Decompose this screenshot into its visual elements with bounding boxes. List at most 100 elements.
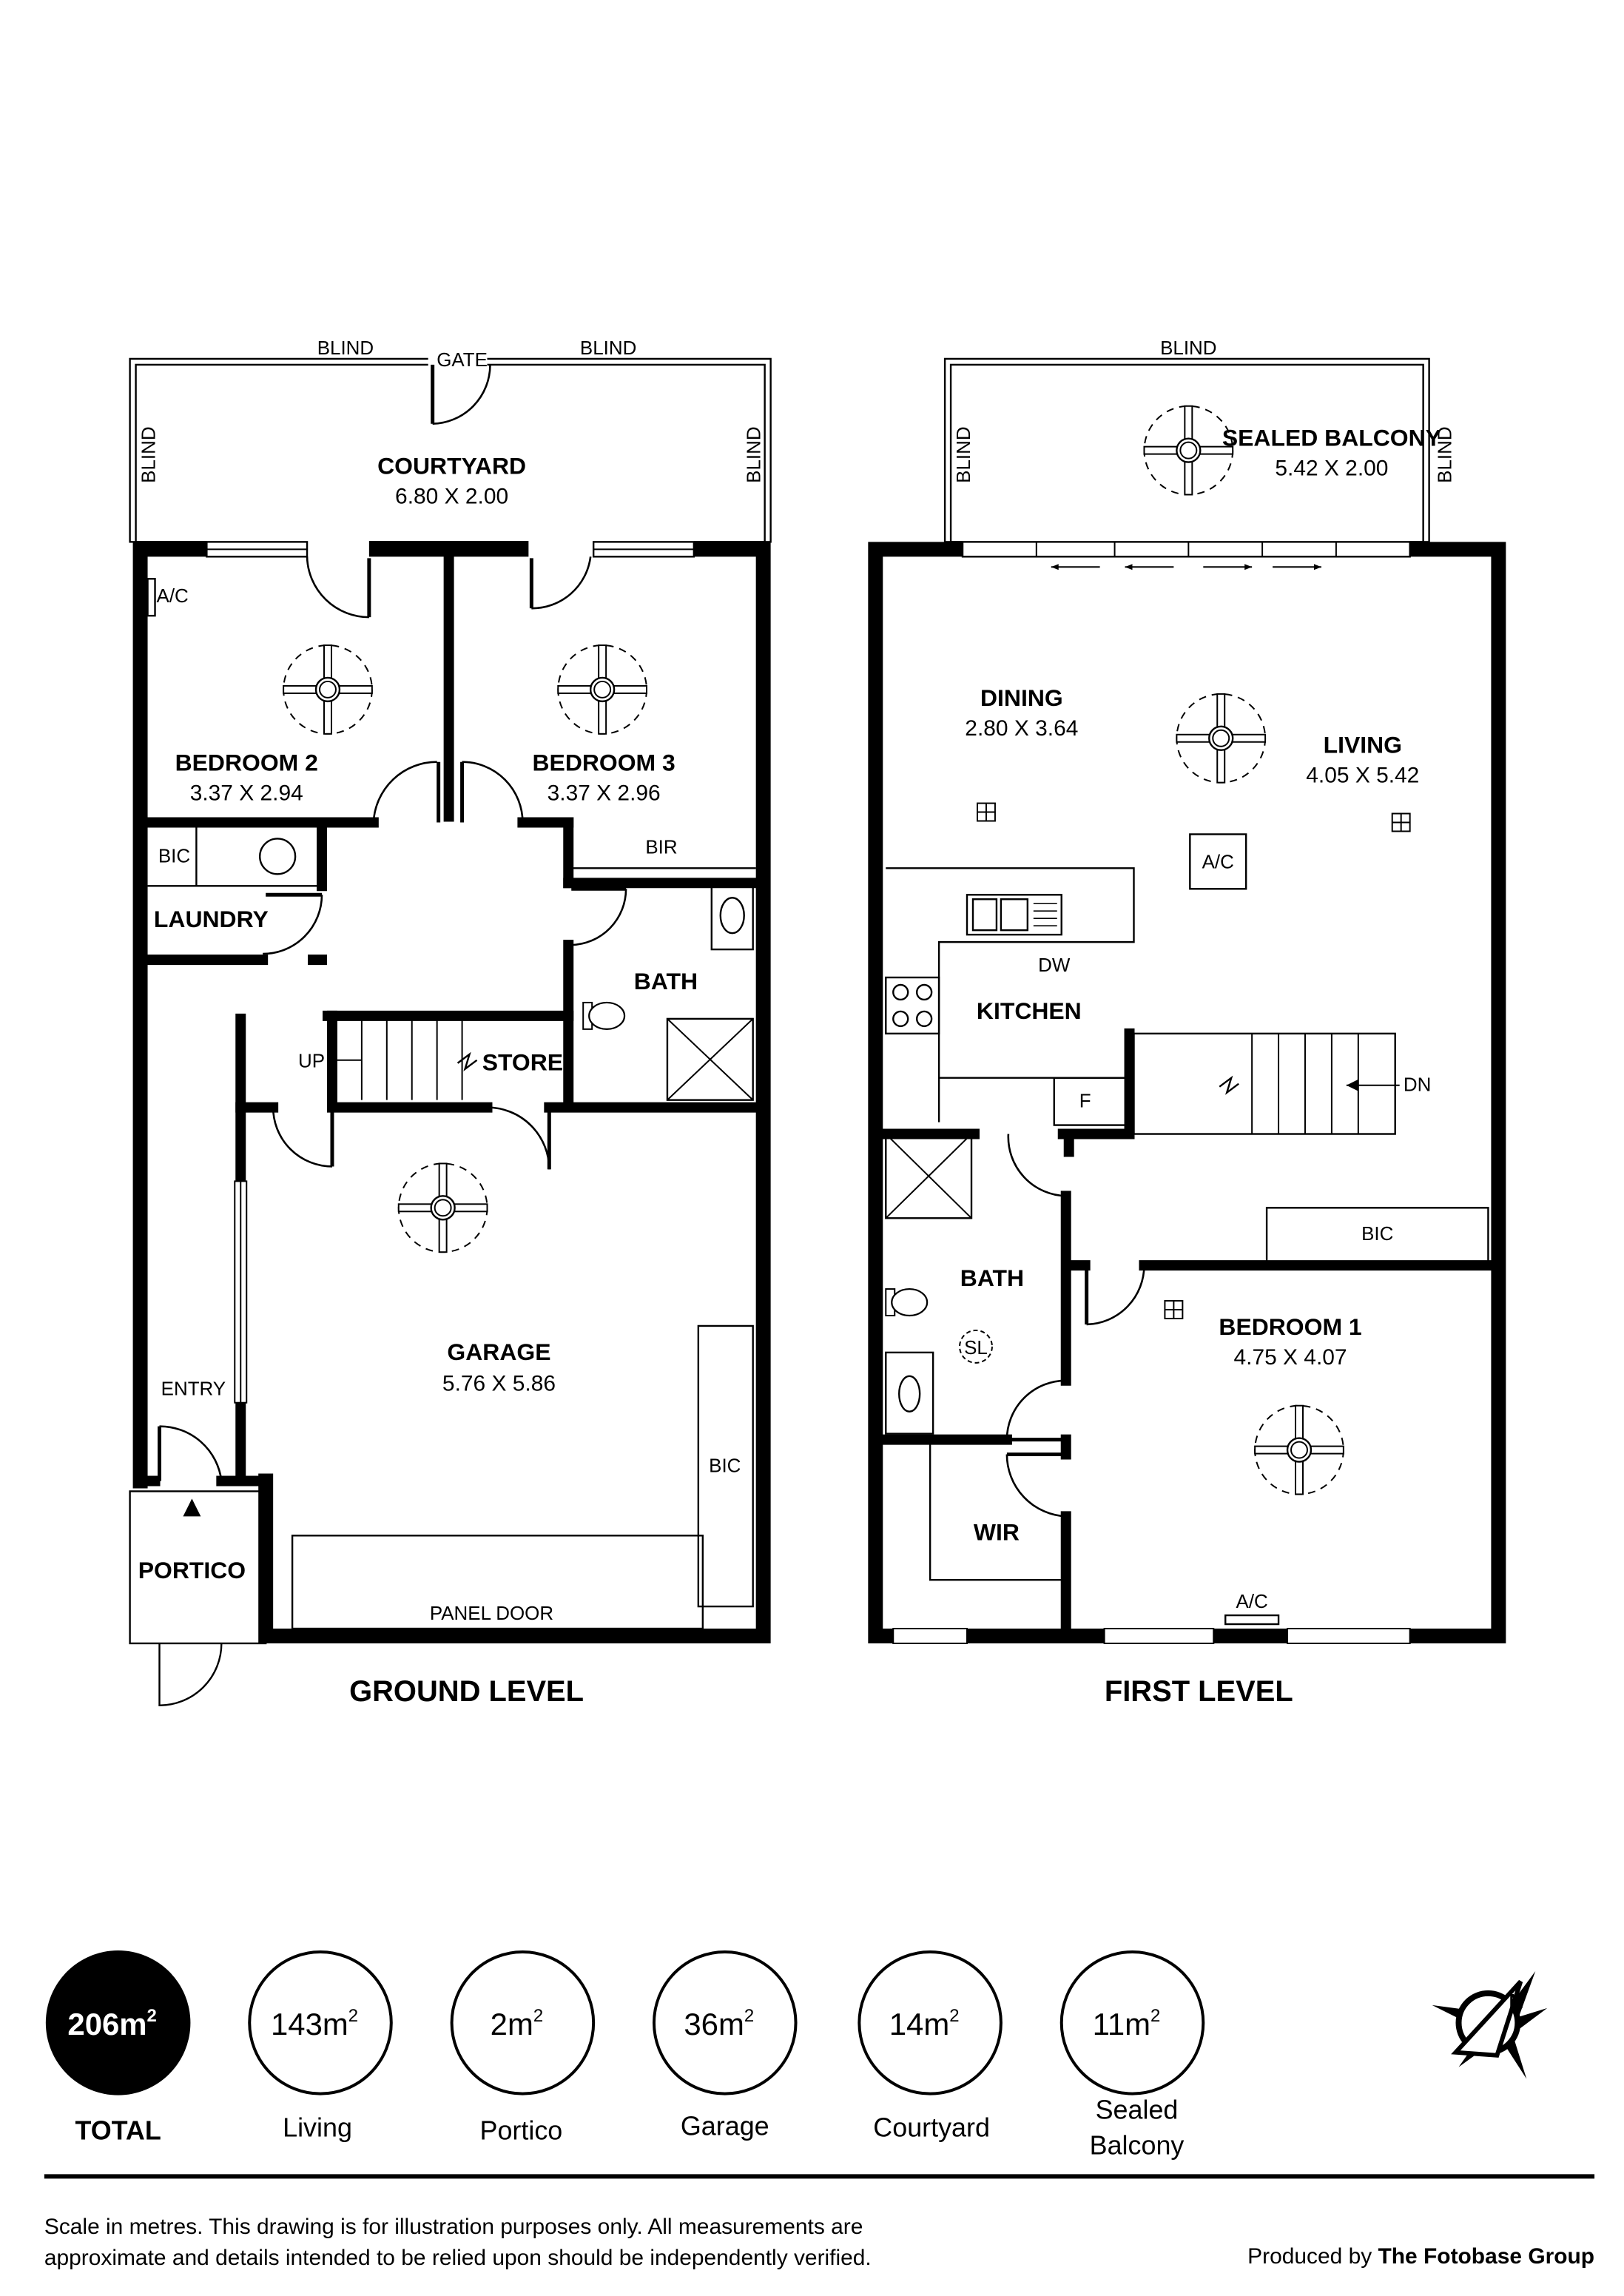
bic-label: BIC <box>709 1456 741 1477</box>
fridge-label: F <box>1079 1091 1091 1112</box>
area-badge-sealed-balcony: 11m2 Sealed Balcony <box>1059 1950 1205 2160</box>
blind-label: BLIND <box>139 426 160 482</box>
room-name-sealed-balcony: SEALED BALCONY <box>1222 425 1441 451</box>
svg-text:2m2: 2m2 <box>491 2006 544 2041</box>
blind-label: BLIND <box>1160 338 1216 359</box>
blind-label: BLIND <box>744 426 765 482</box>
svg-text:143m2: 143m2 <box>271 2006 358 2041</box>
room-name-wir: WIR <box>974 1518 1020 1545</box>
first-level-title: FIRST LEVEL <box>1105 1675 1293 1708</box>
area-unit-sup: 2 <box>348 2006 358 2026</box>
entry-arrow-icon <box>183 1498 201 1517</box>
disclaimer-line1: Scale in metres. This drawing is for ill… <box>44 2215 863 2239</box>
area-badge-total: 206m2 TOTAL <box>45 1950 191 2145</box>
produced-by-text: Produced by <box>1247 2244 1378 2269</box>
area-badge-portico: 2m2 Portico <box>450 1950 596 2145</box>
area-unit-sup: 2 <box>147 2006 157 2026</box>
area-unit-sup: 2 <box>949 2006 959 2026</box>
room-dims-bedroom1: 4.75 X 4.07 <box>1233 1345 1347 1370</box>
disclaimer-line2: approximate and details intended to be r… <box>44 2246 872 2270</box>
downlight-icon <box>976 802 996 822</box>
gate-label: GATE <box>437 350 488 371</box>
area-value: 14m <box>889 2007 950 2041</box>
area-badge-living: 143m2 Living <box>248 1950 393 2142</box>
downlight-icon <box>1164 1300 1184 1319</box>
toilet-icon <box>582 1001 626 1030</box>
room-name-bath-first: BATH <box>960 1265 1024 1291</box>
area-label: Garage <box>681 2110 769 2141</box>
room-name-living: LIVING <box>1324 732 1402 758</box>
room-name-garage: GARAGE <box>447 1339 550 1365</box>
ceiling-fan-icon <box>1143 405 1234 496</box>
room-dims-living: 4.05 X 5.42 <box>1306 764 1419 788</box>
cooktop-icon <box>885 976 940 1035</box>
ac-label: A/C <box>1236 1592 1268 1612</box>
bir-label: BIR <box>645 837 677 858</box>
toilet-icon <box>885 1287 929 1317</box>
blind-label: BLIND <box>580 338 636 359</box>
area-unit-sup: 2 <box>1150 2006 1160 2026</box>
blind-label: BLIND <box>317 338 374 359</box>
room-name-laundry: LAUNDRY <box>154 906 269 932</box>
panel-door-label: PANEL DOOR <box>430 1603 553 1624</box>
area-value: 206m <box>67 2007 146 2041</box>
ceiling-fan-icon <box>397 1162 488 1253</box>
ground-level-title: GROUND LEVEL <box>349 1675 584 1708</box>
ceiling-fan-icon <box>282 644 374 735</box>
svg-text:36m2: 36m2 <box>684 2006 754 2041</box>
producer-credit: Produced by The Fotobase Group <box>1247 2244 1594 2269</box>
room-dims-courtyard: 6.80 X 2.00 <box>395 484 508 508</box>
area-value: 143m <box>271 2007 348 2041</box>
room-dims-sealed-balcony: 5.42 X 2.00 <box>1275 457 1388 481</box>
area-label: Courtyard <box>873 2112 990 2142</box>
blind-label: BLIND <box>1435 426 1456 482</box>
ceiling-fan-icon <box>1253 1404 1345 1495</box>
area-value: 36m <box>684 2007 744 2041</box>
room-name-bedroom2: BEDROOM 2 <box>175 750 318 776</box>
svg-text:206m2: 206m2 <box>67 2006 156 2041</box>
up-label: UP <box>298 1051 325 1072</box>
room-name-kitchen: KITCHEN <box>977 997 1082 1024</box>
room-name-bedroom3: BEDROOM 3 <box>533 750 675 776</box>
downlight-icon <box>1391 812 1411 832</box>
room-dims-garage: 5.76 X 5.86 <box>442 1372 556 1396</box>
room-dims-bedroom3: 3.37 X 2.96 <box>547 781 661 806</box>
room-name-dining: DINING <box>980 684 1063 711</box>
area-label: Portico <box>480 2115 563 2145</box>
room-name-bath: BATH <box>634 968 698 994</box>
blind-label: BLIND <box>954 426 974 482</box>
company-name: The Fotobase Group <box>1378 2244 1595 2269</box>
room-name-portico: PORTICO <box>138 1557 246 1583</box>
dw-label: DW <box>1038 955 1071 976</box>
room-name-courtyard: COURTYARD <box>377 453 526 479</box>
dn-label: DN <box>1404 1075 1431 1096</box>
room-dims-bedroom2: 3.37 X 2.94 <box>190 781 303 806</box>
skylight-icon <box>959 1329 993 1364</box>
bic-label: BIC <box>1361 1224 1393 1245</box>
ac-label: A/C <box>157 586 189 607</box>
area-unit-sup: 2 <box>533 2006 543 2026</box>
area-value: 11m <box>1093 2007 1150 2041</box>
room-name-store: STORE <box>482 1049 563 1076</box>
north-compass-icon: N <box>1432 1970 1548 2079</box>
ceiling-fan-icon <box>1176 693 1267 784</box>
area-summary: 206m2 TOTAL 143m2 Living 2m2 Portico 36m… <box>45 1950 1205 2160</box>
ac-label: A/C <box>1202 852 1234 872</box>
area-label-line2: Balcony <box>1090 2130 1185 2160</box>
compass-letter: N <box>1509 1990 1523 2013</box>
courtyard-outline <box>129 357 772 543</box>
entry-label: ENTRY <box>161 1379 226 1400</box>
area-badge-courtyard: 14m2 Courtyard <box>858 1950 1003 2142</box>
room-name-bedroom1: BEDROOM 1 <box>1219 1313 1361 1340</box>
ground-level-plan: BLIND BLIND GATE BLIND BLIND COURTYARD 6… <box>129 338 772 1708</box>
room-dims-dining: 2.80 X 3.64 <box>965 716 1078 741</box>
area-value: 2m <box>491 2007 533 2041</box>
area-badge-garage: 36m2 Garage <box>652 1950 798 2141</box>
area-unit-sup: 2 <box>744 2006 754 2026</box>
sliding-arrows-icon <box>1051 564 1321 570</box>
svg-text:11m2: 11m2 <box>1093 2006 1161 2041</box>
area-label: Sealed <box>1096 2095 1179 2125</box>
area-label: TOTAL <box>75 2115 161 2145</box>
svg-text:14m2: 14m2 <box>889 2006 960 2041</box>
